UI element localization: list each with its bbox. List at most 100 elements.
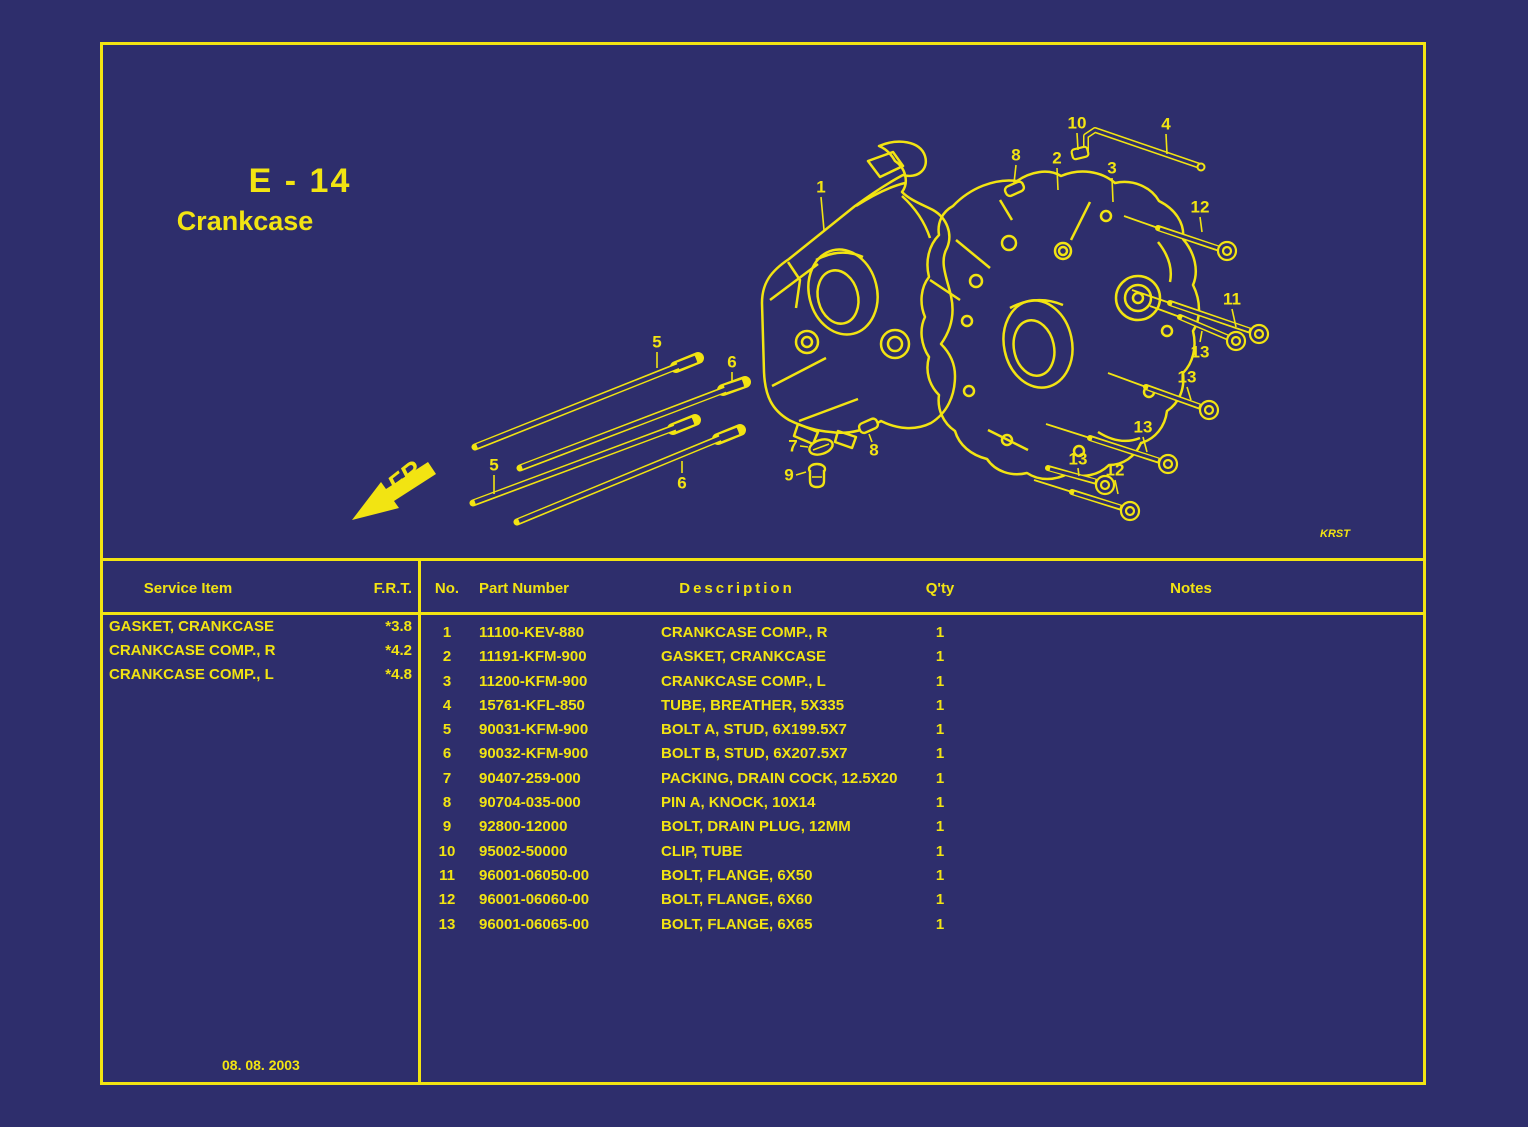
table-divider xyxy=(418,558,421,1082)
parts-table-row: 7 90407-259-000 PACKING, DRAIN COCK, 12.… xyxy=(103,767,1423,791)
callout-number-13: 13 xyxy=(1069,450,1088,469)
callout-leader-7 xyxy=(799,445,809,448)
service-frt-value: *4.8 xyxy=(385,666,412,683)
parts-table-header-qty: Q'ty xyxy=(925,580,955,597)
part-row-description: BOLT, FLANGE, 6X60 xyxy=(661,891,813,909)
service-table-row: CRANKCASE COMP., R *4.2 xyxy=(103,639,418,663)
small-parts xyxy=(807,180,1026,489)
parts-table-row: 10 95002-50000 CLIP, TUBE 1 xyxy=(103,840,1423,864)
part-row-qty: 1 xyxy=(935,769,945,787)
part-row-number: 90704-035-000 xyxy=(479,794,581,812)
stud-bolts xyxy=(469,352,751,526)
part-row-qty: 1 xyxy=(935,672,945,690)
service-table-row: CRANKCASE COMP., L *4.8 xyxy=(103,663,418,687)
callout-leader-12 xyxy=(1199,216,1203,233)
part-row-no: 8 xyxy=(442,794,452,812)
part-row-no: 2 xyxy=(442,648,452,666)
part-row-qty: 1 xyxy=(935,624,945,641)
callout-number-13: 13 xyxy=(1191,343,1210,362)
part-row-number: 95002-50000 xyxy=(479,842,568,860)
part-row-no: 11 xyxy=(439,866,455,884)
part-row-qty: 1 xyxy=(935,745,945,763)
callout-number-5: 5 xyxy=(489,456,498,475)
callout-leader-8 xyxy=(868,433,873,443)
part-row-qty: 1 xyxy=(935,696,945,714)
parts-table-header-notes: Notes xyxy=(1170,580,1212,597)
part-row-description: PIN A, KNOCK, 10X14 xyxy=(661,794,816,812)
part-row-number: 96001-06065-00 xyxy=(479,915,590,933)
parts-table-row: 8 90704-035-000 PIN A, KNOCK, 10X14 1 xyxy=(103,791,1423,815)
parts-table-row: 6 90032-KFM-900 BOLT B, STUD, 6X207.5X7 … xyxy=(103,742,1423,766)
part-row-qty: 1 xyxy=(935,842,945,860)
revision-date: 08. 08. 2003 xyxy=(222,1057,300,1073)
callout-number-13: 13 xyxy=(1134,418,1153,437)
page-code: E - 14 xyxy=(248,162,352,200)
callout-number-6: 6 xyxy=(677,474,686,493)
part-row-number: 96001-06060-00 xyxy=(479,891,590,909)
callout-leader-11 xyxy=(1231,308,1237,328)
callout-number-8: 8 xyxy=(869,441,878,460)
service-item: GASKET, CRANKCASE xyxy=(109,618,275,635)
callout-leader-13 xyxy=(1199,330,1203,343)
callout-leader-13 xyxy=(1186,386,1192,401)
part-row-number: 15761-KFL-850 xyxy=(479,696,585,714)
parts-table-header-part: Part Number xyxy=(479,580,570,597)
part-row-no: 4 xyxy=(442,696,452,714)
part-row-description: CRANKCASE COMP., R xyxy=(661,624,828,641)
part-row-no: 7 xyxy=(442,769,452,787)
parts-table-row: 3 11200-KFM-900 CRANKCASE COMP., L 1 xyxy=(103,670,1423,694)
part-row-no: 6 xyxy=(442,745,452,763)
parts-table-header-no: No. xyxy=(434,580,460,597)
part-row-qty: 1 xyxy=(935,794,945,812)
diagram-watermark: KRST xyxy=(1320,528,1350,540)
callout-leader-10 xyxy=(1076,132,1079,151)
callout-leader-9 xyxy=(795,471,807,476)
service-table-row: GASKET, CRANKCASE *3.8 xyxy=(103,615,418,639)
tube-clip xyxy=(1070,145,1090,161)
callout-leader-2 xyxy=(1056,167,1059,191)
callout-leader-4 xyxy=(1165,133,1168,155)
part-row-qty: 1 xyxy=(935,721,945,739)
parts-table-row: 11 96001-06050-00 BOLT, FLANGE, 6X50 1 xyxy=(103,864,1423,888)
callout-number-11: 11 xyxy=(1223,290,1241,309)
part-row-description: BOLT, FLANGE, 6X50 xyxy=(661,866,813,884)
callout-number-3: 3 xyxy=(1107,159,1116,178)
part-row-number: 11191-KFM-900 xyxy=(479,648,587,666)
callout-number-9: 9 xyxy=(784,466,793,485)
part-row-qty: 1 xyxy=(935,915,945,933)
part-row-qty: 1 xyxy=(935,818,945,836)
part-row-no: 9 xyxy=(442,818,452,836)
part-row-description: GASKET, CRANKCASE xyxy=(661,648,827,666)
part-row-description: BOLT B, STUD, 6X207.5X7 xyxy=(661,745,848,763)
callout-number-10: 10 xyxy=(1068,114,1087,133)
callout-number-12: 12 xyxy=(1191,198,1210,217)
parts-table-row: 2 11191-KFM-900 GASKET, CRANKCASE 1 xyxy=(103,645,1423,669)
callout-leader-3 xyxy=(1111,177,1114,203)
part-row-number: 90032-KFM-900 xyxy=(479,745,589,763)
parts-table-row: 5 90031-KFM-900 BOLT A, STUD, 6X199.5X7 … xyxy=(103,718,1423,742)
service-frt-value: *4.2 xyxy=(385,642,412,659)
service-table-rows: GASKET, CRANKCASE *3.8 CRANKCASE COMP., … xyxy=(103,615,418,687)
callout-number-8: 8 xyxy=(1011,146,1020,165)
part-row-no: 12 xyxy=(438,891,456,909)
service-frt-value: *3.8 xyxy=(385,618,412,635)
table-header-rule xyxy=(103,612,1423,615)
service-item: CRANKCASE COMP., R xyxy=(109,642,276,659)
breather-tube xyxy=(1083,127,1206,172)
part-row-no: 5 xyxy=(442,721,452,739)
page-frame: Service Item F.R.T. GASKET, CRANKCASE *3… xyxy=(100,42,1426,1085)
part-row-description: BOLT A, STUD, 6X199.5X7 xyxy=(661,721,847,739)
service-table-header-item: Service Item xyxy=(143,580,233,597)
part-row-description: PACKING, DRAIN COCK, 12.5X20 xyxy=(661,769,898,787)
flange-bolts xyxy=(1033,215,1270,522)
callout-leader-13 xyxy=(1142,436,1148,453)
parts-table-row: 4 15761-KFL-850 TUBE, BREATHER, 5X335 1 xyxy=(103,694,1423,718)
service-item: CRANKCASE COMP., L xyxy=(109,666,274,683)
part-row-description: CLIP, TUBE xyxy=(661,842,743,860)
callout-number-6: 6 xyxy=(727,353,736,372)
callout-number-4: 4 xyxy=(1161,115,1171,134)
parts-table-header-description: Description xyxy=(679,580,795,597)
part-row-description: CRANKCASE COMP., L xyxy=(661,672,826,690)
callout-leader-12 xyxy=(1114,479,1119,495)
